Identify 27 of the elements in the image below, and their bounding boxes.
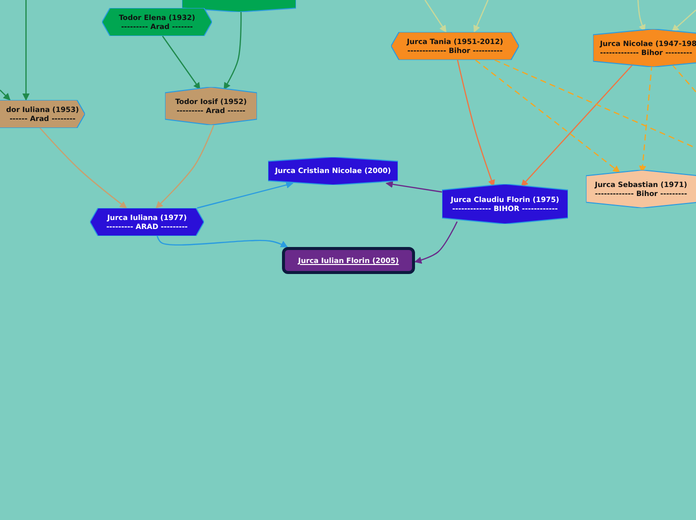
connector-arrow (475, 60, 620, 173)
person-hexagon (593, 29, 696, 67)
connector-arrow (40, 128, 128, 208)
connector-arrow (156, 236, 288, 248)
person-hexagon (165, 87, 257, 125)
connector-arrow (156, 122, 216, 208)
connector-arrow (223, 11, 242, 90)
person-hexagon (391, 32, 519, 60)
connector-arrow (386, 180, 442, 193)
connector-arrow (197, 181, 294, 209)
connector-arrow (456, 60, 495, 188)
person-box (282, 247, 415, 274)
person-hexagon (0, 100, 85, 128)
connector-arrow (473, 0, 489, 33)
connector-arrow (637, 0, 646, 32)
connector-arrow (22, 0, 30, 101)
person-hexagon (442, 184, 568, 224)
connector-arrow (0, 90, 10, 100)
connector-arrow (672, 10, 696, 32)
person-hexagon (182, 0, 296, 12)
connector-arrow (424, 0, 447, 33)
connector-arrow (162, 36, 200, 90)
person-hexagon (90, 208, 204, 236)
connector-arrow (414, 221, 458, 264)
connector-arrow (520, 64, 634, 187)
person-hexagon (586, 170, 696, 208)
person-hexagon (268, 157, 398, 185)
